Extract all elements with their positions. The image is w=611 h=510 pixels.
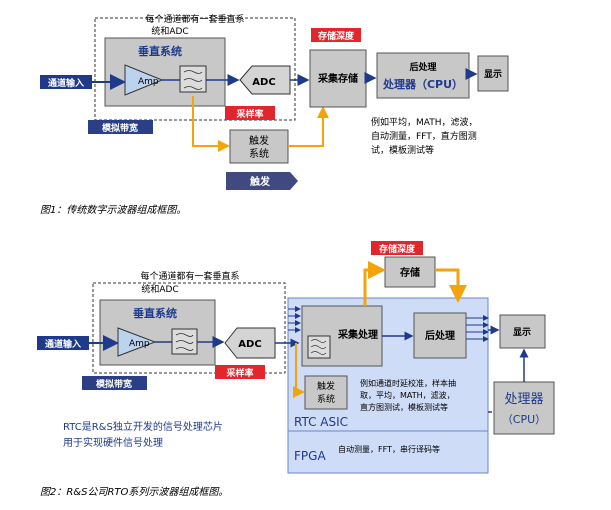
fig1-caption: 图1：传统数字示波器组成框图。 (40, 204, 186, 216)
fig2-trigger-system-label-1: 触发 (317, 380, 335, 392)
fig1-filter-icon (179, 65, 207, 93)
fig1-acquire-store-label: 采集存储 (317, 72, 358, 85)
fig2-fpga-label: FPGA (294, 449, 326, 463)
fig1-display-box (477, 55, 509, 92)
fig1-trigger-output-label: 触发 (249, 175, 271, 188)
fig2-asic-note-2: 取，平均，MATH，滤波， (360, 390, 455, 400)
fig2-trigger-system-label-2: 系统 (317, 393, 335, 405)
fig1-note-3: 试，模板测试等 (371, 144, 434, 156)
fig2-channel-group (92, 282, 286, 374)
fig1-vertical-system-label: 垂直系统 (138, 44, 182, 58)
fig2-memory-depth-badge (371, 241, 423, 255)
fig1-trigger-system-label-2: 系统 (249, 147, 269, 160)
fig2-asic-note-3: 直方图测试，模板测试等 (360, 402, 448, 412)
fig2-fpga-note: 自动测量，FFT，串行译码等 (338, 444, 440, 454)
fig1-memory-depth-badge (311, 28, 361, 42)
fig2-group-note-2: 统和ADC (141, 283, 178, 295)
fig1-group-note-2: 统和ADC (151, 25, 188, 37)
fig2-vertical-system-label: 垂直系统 (133, 306, 177, 320)
fig2-channel-input (37, 336, 89, 350)
fig2-analog-bandwidth-badge (82, 376, 147, 390)
fig2-post-process-box (413, 312, 467, 359)
fig2-trigger-system-box (304, 375, 348, 410)
fig1-post-process-box (376, 52, 470, 99)
fig1-post-process-label: 后处理 (409, 61, 436, 73)
fig2-asic-note-1: 例如通道时延校准，样本抽 (360, 378, 456, 388)
fig2-post-process-label: 后处理 (425, 329, 455, 342)
fig1-acquire-store-box (309, 49, 367, 108)
fig2-display-label: 显示 (513, 327, 531, 338)
fig1-display-label: 显示 (484, 69, 502, 80)
fig1-trigger-output (226, 172, 298, 190)
fig2-group-note-1: 每个通道都有一套垂直系 (140, 270, 239, 282)
fig2-channel-input-label: 通道输入 (45, 338, 81, 350)
fig2-acquire-process-label: 采集处理 (337, 328, 378, 341)
fig1-channel-input-label: 通道输入 (48, 77, 84, 89)
fig2-storage-box (384, 256, 436, 288)
fig1-adc-label: ADC (252, 77, 275, 88)
fig2-processor-box (493, 381, 555, 435)
fig1-channel-group (94, 17, 296, 121)
fig1-analog-bandwidth-label: 模拟带宽 (102, 122, 138, 134)
fig1-analog-bandwidth-badge (88, 120, 153, 134)
fig2-rtc-note-2: 用于实现硬件信号处理 (63, 436, 163, 449)
fig1-processor-label: 处理器（CPU） (382, 77, 463, 91)
fig1-group-note-1: 每个通道都有一套垂直系 (145, 13, 244, 25)
fig2-rtc-note-1: RTC是R&S独立开发的信号处理芯片 (63, 420, 223, 433)
fig1-memory-depth-label: 存储深度 (318, 30, 355, 42)
fig2-analog-bandwidth-label: 模拟带宽 (96, 378, 132, 390)
fig2-processor-label-2: （CPU） (502, 413, 546, 426)
figure-1: 每个通道都有一套垂直系 统和ADC 垂直系统 Amp 通道输入 ADC 采样率 … (40, 13, 509, 216)
fig2-sample-rate-badge (215, 365, 265, 379)
fig2-display-box (499, 314, 546, 349)
fig1-sample-rate-badge (225, 106, 275, 120)
fig2-memory-depth-label: 存储深度 (379, 243, 416, 255)
fig2-rtc-asic-label: RTC ASIC (294, 415, 348, 429)
fig1-amp-label: Amp (138, 77, 159, 87)
fig1-channel-input (40, 75, 92, 89)
fig2-storage-label: 存储 (400, 266, 420, 279)
fig2-sample-rate-label: 采样率 (225, 367, 253, 379)
fig1-sample-rate-label: 采样率 (235, 108, 263, 120)
fig1-trigger-system-label-1: 触发 (249, 134, 269, 147)
fig2-adc-label: ADC (238, 339, 261, 350)
fig2-fpga-box (287, 430, 489, 474)
fig1-note-2: 自动测量，FFT，直方图测 (371, 130, 477, 142)
fig2-amp-label: Amp (129, 339, 150, 349)
fig2-processor-label-1: 处理器 (504, 392, 543, 407)
fig2-caption: 图2：R&S公司RTO系列示波器组成框图。 (40, 486, 228, 498)
fig1-note-1: 例如平均，MATH，滤波， (371, 116, 478, 128)
figure-2: 每个通道都有一套垂直系 统和ADC 垂直系统 Amp 通道输入 ADC 采样率 … (37, 241, 555, 498)
